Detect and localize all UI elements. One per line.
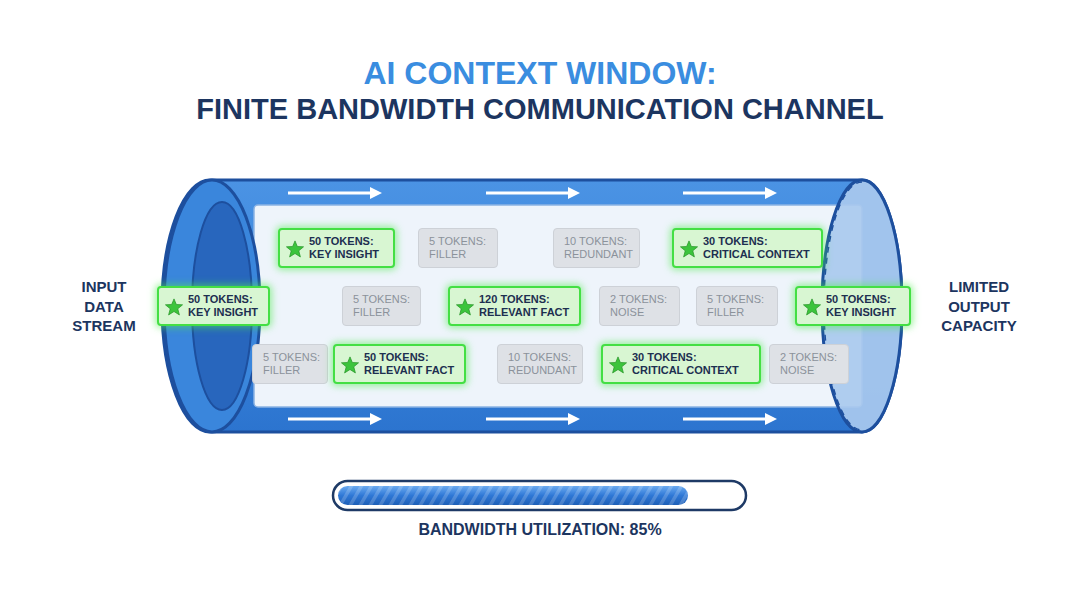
token-chip: 10 TOKENS: REDUNDANT <box>553 228 640 268</box>
token-chip: 5 TOKENS: FILLER <box>342 286 421 326</box>
token-chip: 5 TOKENS: FILLER <box>696 286 778 326</box>
chip-text: 2 TOKENS: NOISE <box>780 351 842 377</box>
pipe-body <box>162 180 902 432</box>
chip-text: 50 TOKENS: RELEVANT FACT <box>364 351 460 377</box>
arrow-head <box>568 187 580 199</box>
chip-text: 5 TOKENS: FILLER <box>263 351 325 377</box>
chip-text: 50 TOKENS: KEY INSIGHT <box>826 293 906 319</box>
star-icon <box>341 356 359 374</box>
arrow-head <box>370 413 382 425</box>
star-icon <box>680 240 698 258</box>
chip-text: 2 TOKENS: NOISE <box>610 293 672 319</box>
arrow-head <box>765 187 777 199</box>
star-icon <box>456 298 474 316</box>
token-chip: 120 TOKENS: RELEVANT FACT <box>448 286 581 326</box>
star-icon <box>609 356 627 374</box>
flow-arrow <box>486 418 570 421</box>
meter-stripes <box>338 486 688 505</box>
star-shape <box>609 357 626 373</box>
token-chip: 2 TOKENS: NOISE <box>769 344 849 384</box>
title-main: FINITE BANDWIDTH COMMUNICATION CHANNEL <box>0 92 1080 126</box>
chip-text: 10 TOKENS: REDUNDANT <box>508 351 580 377</box>
flow-arrow <box>486 192 570 195</box>
chip-text: 5 TOKENS: FILLER <box>429 235 491 261</box>
token-chip: 30 TOKENS: CRITICAL CONTEXT <box>601 344 761 384</box>
meter-fill <box>338 486 688 505</box>
token-chip: 10 TOKENS: REDUNDANT <box>497 344 583 384</box>
meter-label: BANDWIDTH UTILIZATION: 85% <box>340 520 740 540</box>
token-chip: 50 TOKENS: KEY INSIGHT <box>278 228 395 268</box>
star-shape <box>341 357 358 373</box>
token-chip: 50 TOKENS: KEY INSIGHT <box>795 286 911 326</box>
chip-text: 120 TOKENS: RELEVANT FACT <box>479 293 575 319</box>
chip-text: 50 TOKENS: KEY INSIGHT <box>188 293 266 319</box>
chip-text: 30 TOKENS: CRITICAL CONTEXT <box>632 351 744 377</box>
star-icon <box>803 298 821 316</box>
chip-text: 5 TOKENS: FILLER <box>707 293 769 319</box>
token-chip: 50 TOKENS: RELEVANT FACT <box>333 344 466 384</box>
star-shape <box>286 241 303 257</box>
token-chip: 30 TOKENS: CRITICAL CONTEXT <box>672 228 823 268</box>
token-chip: 50 TOKENS: KEY INSIGHT <box>157 286 270 326</box>
token-chip: 2 TOKENS: NOISE <box>599 286 680 326</box>
chip-text: 50 TOKENS: KEY INSIGHT <box>309 235 389 261</box>
flow-arrow <box>683 418 767 421</box>
side-label: LIMITED OUTPUT CAPACITY <box>938 277 1020 336</box>
title: AI CONTEXT WINDOW: FINITE BANDWIDTH COMM… <box>0 54 1080 126</box>
token-chip: 5 TOKENS: FILLER <box>252 344 328 384</box>
star-icon <box>286 240 304 258</box>
token-chip: 5 TOKENS: FILLER <box>418 228 498 268</box>
flow-arrow <box>288 418 372 421</box>
flow-arrow <box>288 192 372 195</box>
meter-track <box>333 481 746 510</box>
arrow-head <box>568 413 580 425</box>
chip-text: 30 TOKENS: CRITICAL CONTEXT <box>703 235 815 261</box>
star-icon <box>165 298 183 316</box>
title-kicker: AI CONTEXT WINDOW: <box>0 54 1080 92</box>
chip-text: 5 TOKENS: FILLER <box>353 293 415 319</box>
flow-arrows <box>288 187 777 425</box>
star-shape <box>680 241 697 257</box>
star-shape <box>456 299 473 315</box>
chip-text: 10 TOKENS: REDUNDANT <box>564 235 636 261</box>
star-shape <box>803 299 820 315</box>
star-shape <box>165 299 182 315</box>
side-label: INPUT DATA STREAM <box>64 277 144 336</box>
arrow-head <box>370 187 382 199</box>
flow-arrow <box>683 192 767 195</box>
arrow-head <box>765 413 777 425</box>
pipe-interior <box>254 205 862 407</box>
